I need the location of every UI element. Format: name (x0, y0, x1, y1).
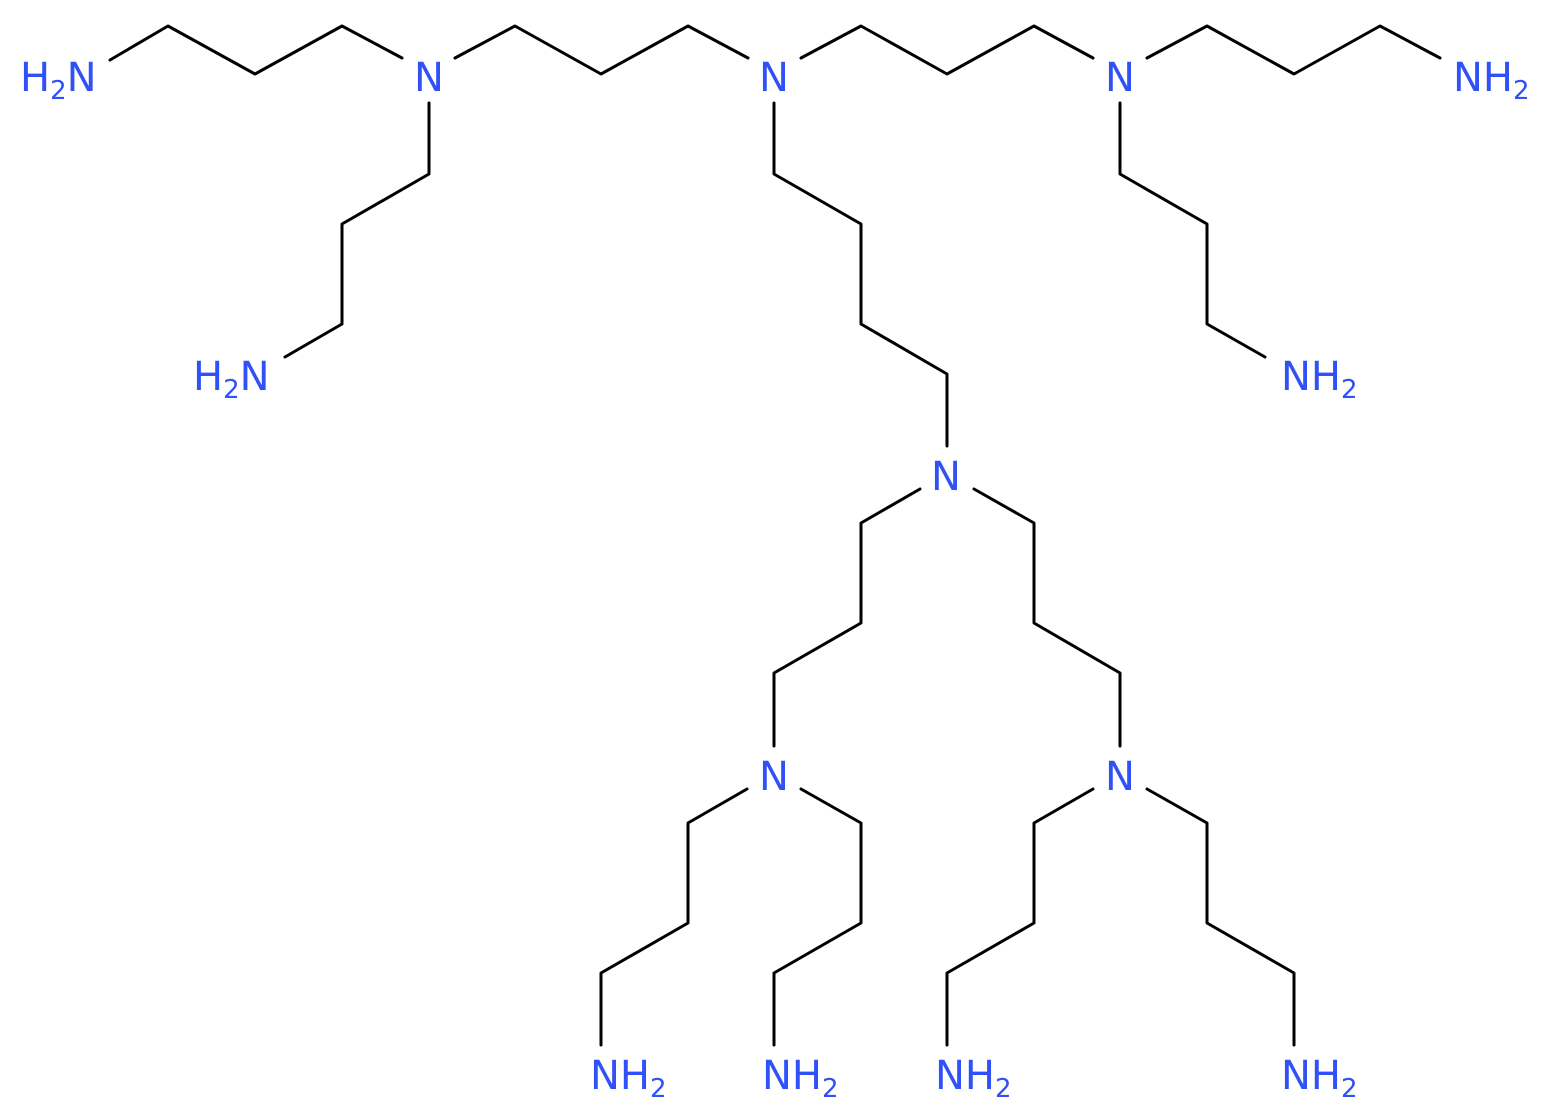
bond-chain-13 (1145, 787, 1296, 1047)
amine-group-mid-right: NH2 (1281, 354, 1358, 405)
bond-chain-9 (972, 487, 1122, 748)
amine-group-bottom-3: NH2 (935, 1053, 1012, 1104)
amine-group-bottom-1: NH2 (590, 1053, 667, 1104)
bond-chain-12 (945, 787, 1095, 1047)
nitrogen-atom-center: N (931, 454, 961, 500)
bond-chain-7 (772, 101, 949, 448)
bond-chain-1 (108, 24, 404, 76)
bond-chain-11 (772, 787, 863, 1047)
bond-lines (108, 24, 1442, 1047)
nitrogen-atom-top-left: N (414, 55, 444, 101)
nitrogen-atom-bottom-left: N (759, 754, 789, 800)
amine-group-top-left: H2N (20, 55, 97, 106)
bond-chain-3 (799, 24, 1095, 76)
amine-group-mid-left: H2N (193, 354, 270, 405)
bond-chain-4 (1145, 24, 1442, 76)
amine-group-top-right: NH2 (1453, 55, 1530, 106)
amine-group-bottom-2: NH2 (762, 1053, 839, 1104)
nitrogen-atom-top-right: N (1105, 55, 1135, 101)
bond-chain-5 (283, 101, 431, 359)
nitrogen-atom-top-center: N (759, 55, 789, 101)
amine-group-bottom-4: NH2 (1281, 1053, 1358, 1104)
bond-chain-8 (772, 487, 922, 748)
bond-chain-6 (1118, 101, 1267, 359)
bond-chain-2 (453, 24, 750, 76)
nitrogen-atom-bottom-right: N (1105, 754, 1135, 800)
bond-chain-10 (599, 787, 749, 1047)
